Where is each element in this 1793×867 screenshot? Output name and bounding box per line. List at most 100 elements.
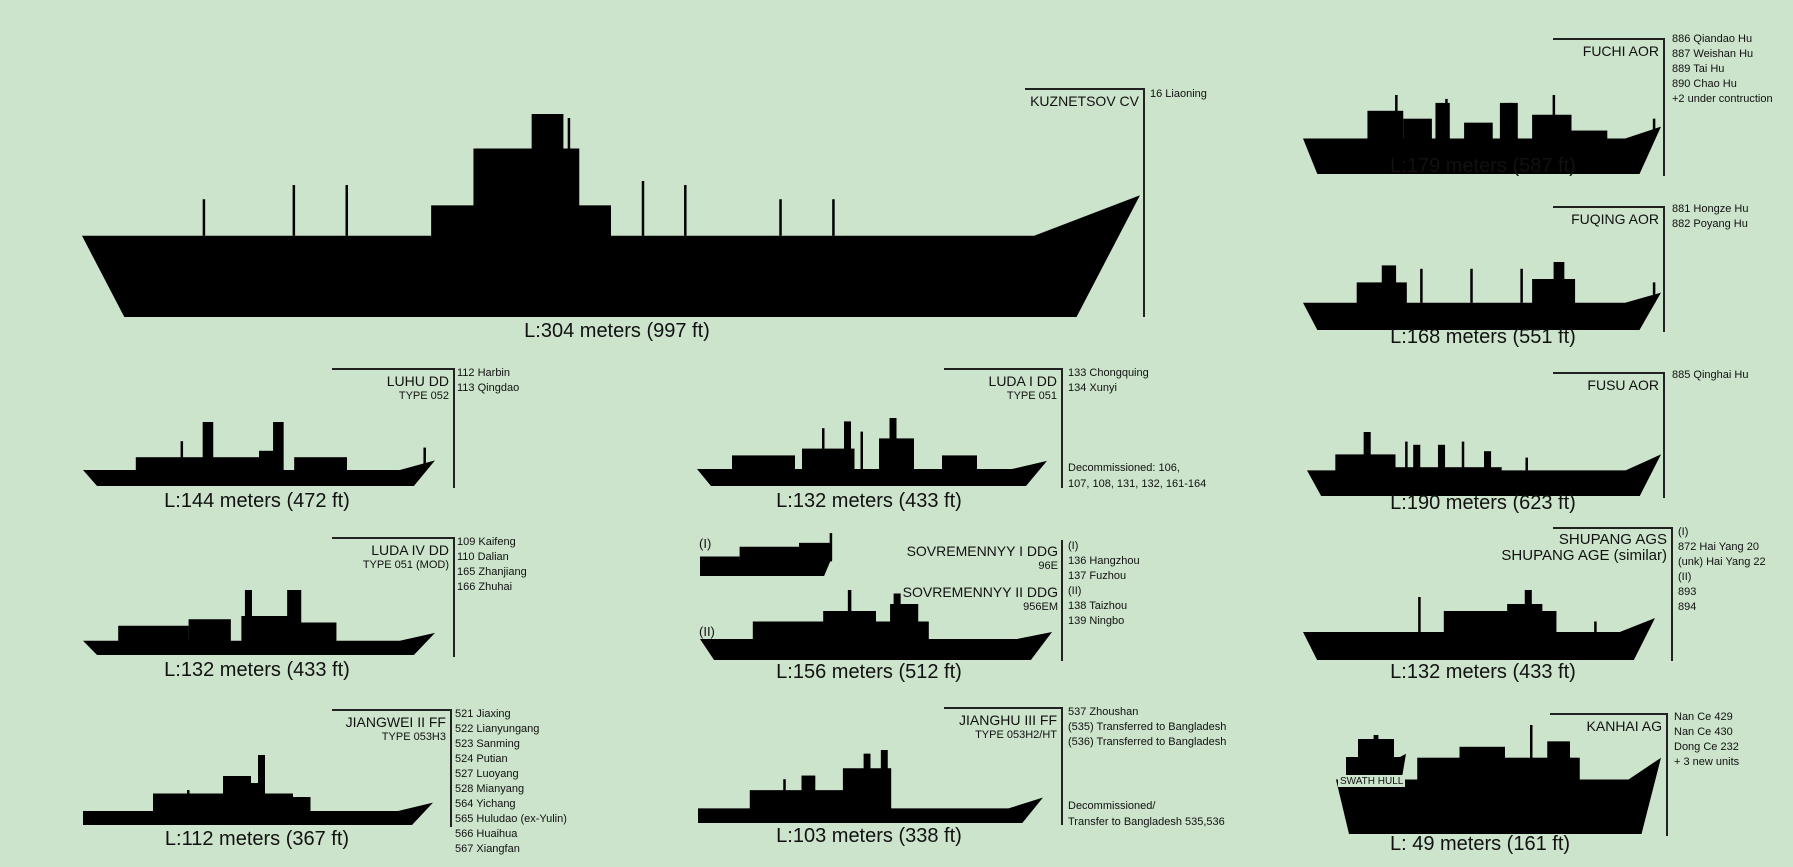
mast — [292, 185, 296, 236]
luda1-decommissioned-note: Decommissioned: 106,107, 108, 131, 132, … — [1068, 462, 1207, 490]
superstructure — [1413, 444, 1421, 472]
mast — [1395, 95, 1398, 139]
mast — [1652, 118, 1656, 139]
luda4-silhouette — [83, 590, 435, 655]
shupang-names: (I)872 Hai Yang 20(unk) Hai Yang 22(II)8… — [1678, 526, 1766, 613]
hull — [1307, 454, 1661, 496]
sovremennyy-1-bow-silhouette — [700, 533, 833, 576]
mast — [345, 185, 348, 236]
superstructure — [1484, 451, 1492, 472]
superstructure — [118, 625, 189, 642]
superstructure — [202, 422, 214, 471]
mast — [1525, 457, 1528, 471]
swath-hull-silhouette — [1346, 735, 1406, 775]
superstructure — [847, 590, 852, 640]
fusu-length: L:190 meters (623 ft) — [1390, 492, 1576, 514]
fusu-silhouette — [1307, 432, 1661, 496]
mast — [822, 428, 825, 469]
superstructure — [273, 422, 284, 471]
mast — [832, 199, 835, 236]
fuchi-frame: FUCHI AOR — [1553, 38, 1665, 176]
jiangwei-silhouette — [83, 755, 433, 825]
superstructure — [1459, 746, 1505, 781]
fuqing-frame: FUQING AOR — [1553, 206, 1665, 332]
luda1-length: L:132 meters (433 ft) — [776, 490, 962, 512]
mast — [1418, 597, 1421, 632]
hull — [83, 460, 435, 486]
variant-label-2: (II) — [699, 624, 715, 639]
hull — [700, 557, 832, 576]
mast — [783, 779, 786, 809]
jianghu-decommissioned-note: Decommissioned/Transfer to Bangladesh 53… — [1068, 800, 1225, 828]
kuznetsov-silhouette — [82, 114, 1140, 317]
superstructure — [942, 455, 977, 470]
fusu-frame: FUSU AOR — [1553, 372, 1665, 498]
superstructure — [1571, 130, 1608, 140]
superstructure — [1381, 265, 1397, 304]
hull — [1303, 126, 1661, 174]
mast — [769, 632, 772, 639]
hull — [83, 632, 435, 655]
mast — [180, 441, 184, 470]
superstructure — [258, 755, 265, 812]
hull — [1336, 757, 1661, 834]
ship-class-title: KUZNETSOV CV — [1030, 93, 1139, 109]
hull — [697, 460, 1047, 486]
ship-class-title: FUSU AOR — [1587, 377, 1659, 393]
fuchi-silhouette — [1303, 95, 1661, 174]
superstructure — [473, 148, 580, 237]
luda4-length: L:132 meters (433 ft) — [164, 659, 350, 681]
mast — [1461, 441, 1465, 471]
superstructure — [700, 556, 740, 562]
superstructure — [880, 750, 888, 810]
mast — [684, 185, 687, 236]
superstructure — [799, 542, 832, 562]
hull — [1303, 292, 1661, 330]
mast — [1420, 268, 1423, 303]
luhu-silhouette — [83, 422, 435, 486]
ship-class-title: FUQING AOR — [1571, 211, 1659, 227]
ship-class-title: FUCHI AOR — [1582, 43, 1659, 59]
superstructure — [1373, 735, 1379, 758]
sovremennyy-frame — [965, 540, 1063, 661]
jiangwei-length: L:112 meters (367 ft) — [164, 828, 350, 850]
variant-label-1: (I) — [699, 536, 712, 551]
superstructure — [1532, 114, 1572, 140]
superstructure — [1524, 590, 1532, 633]
mast — [567, 118, 571, 236]
superstructure — [1499, 102, 1518, 140]
superstructure — [844, 421, 851, 470]
mast — [1530, 725, 1533, 780]
mast — [829, 533, 833, 561]
kanhai-silhouette — [1336, 725, 1661, 834]
swath-hull-label: SWATH HULL — [1338, 776, 1406, 787]
superstructure — [1437, 444, 1446, 472]
fuchi-length: L:179 meters (587 ft) — [1390, 155, 1576, 177]
superstructure — [1532, 279, 1576, 304]
superstructure — [801, 775, 816, 810]
superstructure — [294, 622, 337, 642]
mast — [202, 199, 206, 236]
superstructure — [135, 457, 259, 471]
mast — [1594, 621, 1597, 632]
superstructure — [889, 418, 897, 470]
sovremennyy-2-silhouette — [700, 590, 1052, 660]
kuznetsov-length: L:304 meters (997 ft) — [524, 320, 710, 342]
mast — [641, 180, 645, 236]
mast — [860, 431, 863, 469]
mast — [1405, 441, 1408, 471]
superstructure — [531, 114, 564, 237]
